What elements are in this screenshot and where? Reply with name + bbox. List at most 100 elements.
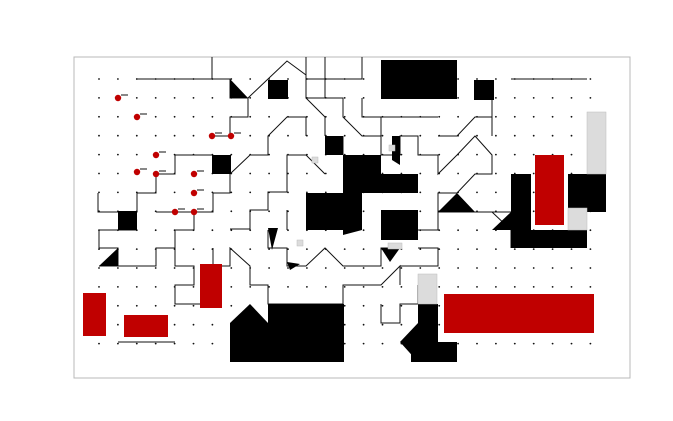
grid-dot — [306, 267, 308, 269]
grid-dot — [362, 97, 365, 99]
enemy-dot-icon[interactable] — [133, 113, 141, 121]
grid-dot — [362, 229, 365, 232]
grid-dot — [154, 229, 157, 232]
light-block-icon — [417, 273, 438, 305]
grid-dot — [230, 304, 233, 307]
grid-dot — [495, 286, 497, 288]
enemy-dot-icon[interactable] — [152, 151, 160, 159]
enemy-dot-icon[interactable] — [208, 132, 216, 140]
enemy-dot-icon[interactable] — [114, 94, 122, 102]
light-block-icon — [387, 242, 403, 250]
enemy-dot-icon[interactable] — [171, 208, 179, 216]
grid-dot — [249, 134, 252, 137]
solid-block-icon — [118, 211, 137, 230]
grid-dot — [211, 229, 214, 232]
grid-dot — [154, 286, 157, 288]
solid-block-icon — [230, 323, 270, 362]
grid-dot — [457, 267, 459, 269]
enemy-dot-icon[interactable] — [133, 168, 141, 176]
enemy-dot-icon[interactable] — [227, 132, 235, 140]
grid-dot — [419, 134, 422, 137]
solid-block-icon — [381, 248, 400, 262]
grid-dot — [362, 323, 365, 326]
grid-dot — [343, 286, 346, 288]
grid-dot — [381, 286, 384, 288]
grid-dot — [154, 97, 157, 99]
grid-dot — [438, 267, 441, 269]
light-block-icon — [311, 156, 319, 164]
hazard-blocks — [83, 155, 594, 337]
grid-dot — [268, 210, 270, 213]
grid-dot — [532, 191, 535, 194]
grid-dot — [419, 191, 422, 194]
grid-dot — [287, 78, 289, 80]
grid-dot — [495, 342, 497, 345]
grid-dot — [249, 115, 252, 118]
grid-dot — [324, 267, 327, 269]
grid-dot — [230, 267, 233, 269]
light-block-icon — [296, 239, 304, 247]
grid-dot — [343, 115, 346, 118]
grid-dot — [98, 286, 100, 288]
enemy-dot-icon[interactable] — [190, 208, 198, 216]
solid-block-icon — [492, 212, 511, 230]
solid-block-icon — [287, 262, 300, 270]
grid-dot — [513, 115, 516, 118]
enemy-dots[interactable] — [114, 94, 241, 216]
grid-dot — [135, 134, 138, 137]
grid-dot — [154, 342, 157, 345]
grid-dot — [438, 304, 441, 307]
grid-dot — [476, 134, 478, 137]
grid-dot — [135, 342, 138, 345]
grid-dot — [192, 286, 195, 288]
grid-dot — [173, 134, 176, 137]
grid-dot — [117, 115, 119, 118]
grid-dot — [476, 248, 478, 251]
grid-dot — [154, 304, 157, 307]
grid-dot — [457, 286, 459, 288]
grid-dot — [381, 172, 384, 175]
hazard-block-icon — [444, 294, 594, 333]
grid-dot — [173, 97, 176, 99]
solid-block-icon — [99, 248, 118, 266]
grid-dot — [287, 248, 289, 251]
grid-dot — [419, 267, 422, 269]
grid-dot — [268, 153, 270, 156]
grid-dot — [268, 286, 270, 288]
grid-dot — [362, 342, 365, 345]
grid-dot — [211, 97, 214, 99]
grid-dot — [211, 115, 214, 118]
grid-dot — [211, 342, 214, 345]
grid-dot — [570, 115, 573, 118]
grid-dot — [495, 172, 497, 175]
grid-dot — [513, 97, 516, 99]
solid-block-icon — [474, 80, 494, 100]
grid-dot — [173, 323, 176, 326]
grid-dot — [495, 115, 497, 118]
grid-dot — [98, 191, 100, 194]
light-block-icon — [586, 111, 607, 175]
grid-dot — [287, 134, 289, 137]
grid-dot — [476, 191, 478, 194]
grid-dot — [570, 134, 573, 137]
enemy-dot-icon[interactable] — [190, 170, 198, 178]
grid-dot — [135, 153, 138, 156]
grid-dot — [532, 172, 535, 175]
grid-dot — [343, 323, 346, 326]
grid-dot — [362, 210, 365, 213]
grid-dot — [570, 153, 573, 156]
light-block-icon — [567, 207, 588, 231]
grid-dot — [98, 97, 100, 99]
grid-dot — [343, 134, 346, 137]
enemy-dot-icon[interactable] — [190, 189, 198, 197]
grid-dot — [476, 153, 478, 156]
enemy-dot-icon[interactable] — [152, 170, 160, 178]
grid-dot — [192, 248, 195, 251]
solid-block-icon — [306, 193, 343, 230]
grid-dot — [532, 210, 535, 213]
grid-dot — [230, 229, 233, 232]
grid-dot — [495, 191, 497, 194]
grid-dot — [495, 248, 497, 251]
grid-dot — [287, 286, 289, 288]
